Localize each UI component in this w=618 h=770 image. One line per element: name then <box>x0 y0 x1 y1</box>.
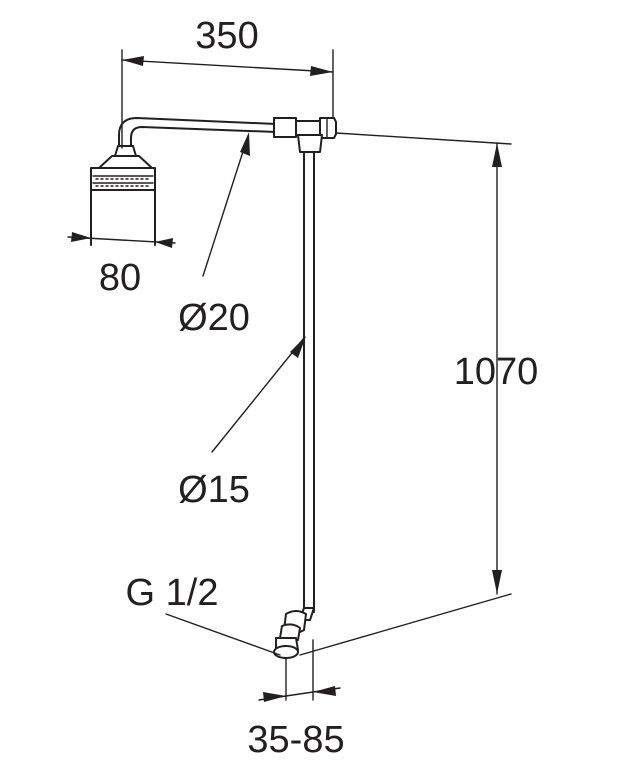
wall-offset-label: 35-85 <box>247 719 344 761</box>
thread-label: G 1/2 <box>126 572 219 614</box>
arm-length-label: 350 <box>195 15 258 57</box>
shower-arm <box>118 117 337 153</box>
dimension-wall-offset: 35-85 <box>247 639 345 761</box>
wall-connector <box>273 607 315 659</box>
shower-head <box>90 145 156 246</box>
dimension-riser-pipe-diameter: Ø15 <box>178 336 306 511</box>
dimension-head-diameter: 80 <box>67 232 176 299</box>
riser-pipe <box>303 151 315 613</box>
riser-pipe-diameter-label: Ø15 <box>178 469 250 511</box>
dimension-thread: G 1/2 <box>126 572 281 656</box>
dimension-arm-length: 350 <box>121 15 334 149</box>
dimension-total-height: 1070 <box>299 132 539 656</box>
arm-pipe-diameter-label: Ø20 <box>178 297 250 339</box>
total-height-label: 1070 <box>454 351 539 393</box>
head-diameter-label: 80 <box>99 257 141 299</box>
nozzle-pattern <box>95 178 151 187</box>
dimension-arm-pipe-diameter: Ø20 <box>178 132 250 339</box>
